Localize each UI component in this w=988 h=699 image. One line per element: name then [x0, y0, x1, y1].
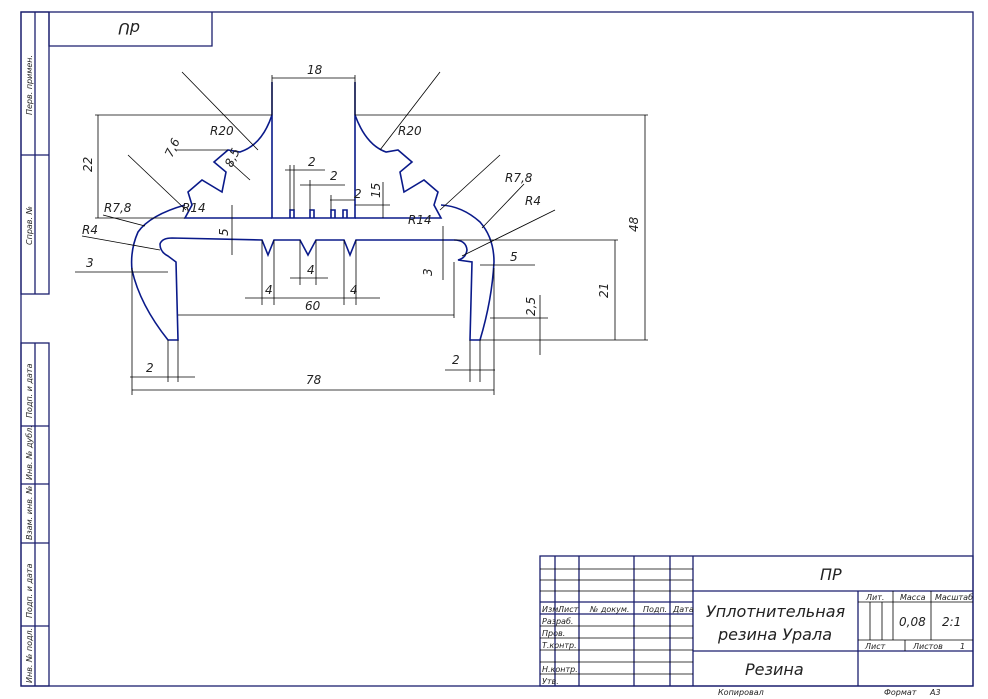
- dimension-texts: 18 R20 R20 22 7,6 8,5 2 2 2 15 R7,8 R14 …: [81, 63, 641, 387]
- dim-r4-right: R4: [525, 194, 541, 208]
- scale-value: 2:1: [942, 615, 961, 629]
- dim-4-a: 4: [265, 283, 273, 297]
- scale-label: Масштаб: [935, 593, 973, 602]
- side-strip-labels: Перв. примен. Справ. № Подп. и дата Инв.…: [25, 55, 34, 683]
- part-name-line2: резина Урала: [717, 625, 832, 644]
- dim-2-b: 2: [330, 169, 338, 183]
- dim-2-a: 2: [308, 155, 316, 169]
- dim-r7-8-right: R7,8: [505, 171, 533, 185]
- hdr-list: Лист: [557, 605, 579, 614]
- dim-r14-right: R14: [408, 213, 432, 227]
- side-label-podl: Инв. № подл.: [25, 628, 34, 683]
- rubber-seal-profile: [130, 82, 495, 341]
- row-utv: Утв.: [542, 677, 559, 686]
- dim-2-bottom-left: 2: [146, 361, 154, 375]
- dim-7-6: 7,6: [162, 136, 183, 160]
- dim-r14-left: R14: [182, 201, 206, 215]
- side-label-sprav: Справ. №: [25, 206, 34, 245]
- hdr-sign: Подп.: [643, 605, 667, 614]
- row-prov: Пров.: [542, 629, 565, 638]
- dimension-lines: [75, 71, 648, 395]
- sheet-label: Лист: [864, 642, 886, 651]
- designation: ПР: [820, 565, 842, 584]
- sheets-value: 1: [960, 642, 965, 651]
- lit-label: Лит.: [865, 593, 884, 602]
- dim-r20-right: R20: [398, 124, 422, 138]
- sheet-code: dU: [118, 19, 140, 38]
- dim-5-left: 5: [217, 228, 231, 236]
- dim-r20-left: R20: [210, 124, 234, 138]
- outer-frame: [20, 11, 974, 687]
- dim-60: 60: [305, 299, 321, 313]
- mass-value: 0,08: [899, 615, 926, 629]
- hdr-date: Дата: [672, 605, 694, 614]
- dim-15: 15: [369, 183, 383, 198]
- side-label-podp1: Подп. и дата: [25, 363, 34, 418]
- dim-78: 78: [306, 373, 322, 387]
- side-label-perv: Перв. примен.: [25, 55, 34, 115]
- material: Резина: [745, 660, 804, 679]
- row-razrab: Разраб.: [542, 617, 573, 626]
- dim-r4-left: R4: [82, 223, 98, 237]
- dim-8-5: 8,5: [222, 146, 243, 169]
- dim-48: 48: [627, 216, 641, 232]
- mass-label: Масса: [900, 593, 926, 602]
- hdr-izm: Изм.: [542, 605, 561, 614]
- dim-4-b: 4: [307, 263, 315, 277]
- side-label-vzam: Взам. инв. №: [25, 486, 34, 540]
- dim-4-c: 4: [350, 283, 358, 297]
- dim-18: 18: [307, 63, 323, 77]
- dim-22: 22: [81, 157, 95, 172]
- hdr-doc: № докум.: [589, 605, 629, 614]
- side-label-dubl: Инв. № дубл.: [25, 425, 34, 480]
- dim-2-bottom-right: 2: [452, 353, 460, 367]
- dim-21: 21: [597, 283, 611, 298]
- dim-5-right: 5: [510, 250, 518, 264]
- dim-r7-8-left: R7,8: [104, 201, 132, 215]
- title-block: ПР Уплотнительная резина Урала Резина Ли…: [539, 555, 974, 687]
- dim-2-5: 2,5: [524, 297, 538, 316]
- row-nkontr: Н.контр.: [542, 665, 578, 674]
- part-name-line1: Уплотнительная: [706, 602, 845, 621]
- row-tkontr: Т.контр.: [542, 641, 577, 650]
- dim-3-left: 3: [86, 256, 94, 270]
- dim-2-c: 2: [354, 187, 362, 201]
- footer-format-value: А3: [929, 688, 941, 697]
- sheets-label: Листов: [912, 642, 943, 651]
- footer-format-label: Формат: [884, 688, 917, 697]
- dim-3-right: 3: [421, 268, 435, 276]
- footer-copied: Копировал: [718, 688, 764, 697]
- side-label-podp2: Подп. и дата: [25, 563, 34, 618]
